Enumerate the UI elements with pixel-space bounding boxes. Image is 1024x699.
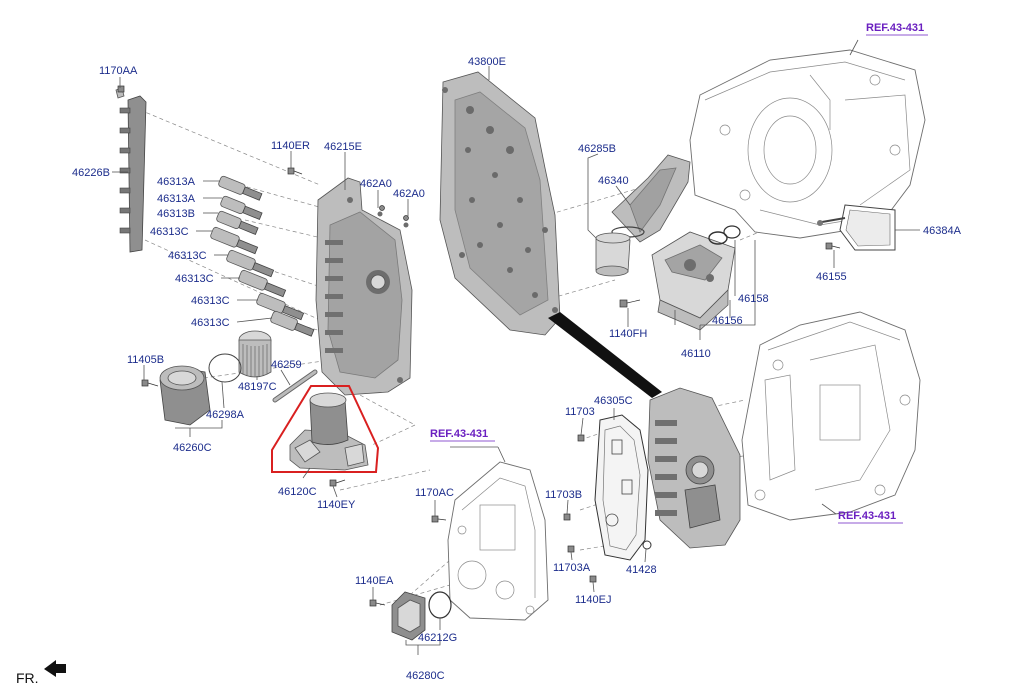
highlighted-part-46120C (271, 385, 380, 473)
bolt-11703a (577, 434, 585, 442)
bolt-1140EY (329, 479, 346, 487)
label-462A0-b: 462A0 (393, 188, 425, 200)
label-1140EJ: 1140EJ (575, 594, 612, 606)
front-arrow-icon (44, 660, 66, 677)
label-46313C-3: 46313C (175, 273, 214, 285)
valve-body-main (439, 71, 561, 336)
label-11703A: 11703A (553, 562, 591, 574)
label-46313C-2: 46313C (168, 250, 207, 262)
assembly-arrow (548, 312, 662, 398)
label-11703B: 11703B (545, 489, 582, 501)
cover-46280C (391, 591, 452, 641)
oil-pump-assembly (651, 225, 741, 331)
label-1140ER: 1140ER (271, 140, 310, 152)
valve-body-left (315, 177, 413, 396)
label-46313C-4: 46313C (191, 295, 230, 307)
label-46313A-2: 46313A (157, 193, 196, 205)
oil-filter (208, 330, 272, 383)
solenoid-valves (210, 175, 315, 337)
label-46384A: 46384A (923, 225, 962, 237)
bolt-11405B (141, 379, 159, 387)
front-label: FR. (16, 670, 39, 686)
label-46313A-1: 46313A (157, 176, 196, 188)
label-46313B: 46313B (157, 208, 195, 220)
bolts (117, 85, 841, 607)
label-46215E: 46215E (324, 141, 362, 153)
bolt-462A0a (379, 205, 385, 211)
bolt-11703A (567, 545, 575, 553)
ref-top: REF.43-431 (866, 22, 924, 34)
label-46313C-1: 46313C (150, 226, 189, 238)
bolt-462A0b (403, 215, 409, 221)
accumulator-46260C (159, 365, 211, 426)
label-46120C: 46120C (278, 486, 317, 498)
label-46212G: 46212G (418, 632, 457, 644)
bolt-1140ER (287, 167, 303, 175)
label-48197C: 48197C (238, 381, 277, 393)
bolt-1140EA (369, 599, 386, 607)
label-46110: 46110 (681, 348, 711, 360)
label-46156: 46156 (712, 315, 743, 327)
label-46298A: 46298A (206, 409, 245, 421)
pin-46259 (272, 369, 318, 403)
solenoid-bracket-strip (115, 87, 147, 253)
transmission-case-right (741, 311, 921, 521)
bolt-1170AA (117, 85, 125, 93)
bolt-46155 (825, 242, 841, 250)
speed-sensor (817, 204, 896, 251)
label-1170AC: 1170AC (415, 487, 454, 499)
label-1140FH: 1140FH (609, 328, 647, 340)
label-46155: 46155 (816, 271, 847, 283)
bolt-11703B (563, 513, 571, 521)
label-1170AA: 1170AA (99, 65, 138, 77)
leader-lines (112, 39, 920, 655)
label-46313C-5: 46313C (191, 317, 230, 329)
gasket-46305C (594, 414, 652, 561)
label-462A0-a: 462A0 (360, 178, 392, 190)
label-41428: 41428 (626, 564, 657, 576)
front-direction-indicator: FR. (16, 660, 66, 686)
label-46305C: 46305C (594, 395, 633, 407)
label-46340: 46340 (598, 175, 629, 187)
label-46285B: 46285B (578, 143, 616, 155)
reference-labels: REF.43-431 REF.43-431 REF.43-431 (430, 22, 928, 524)
oil-pipe (595, 154, 691, 277)
bolt-1140EJ (589, 575, 597, 583)
label-11405B: 11405B (127, 354, 164, 366)
part-labels: 1170AA 46226B 1140ER 46215E 462A0 462A0 … (72, 56, 962, 682)
label-11703: 11703 (565, 406, 595, 418)
label-1140EA: 1140EA (355, 575, 394, 587)
label-46260C: 46260C (173, 442, 212, 454)
label-46259: 46259 (271, 359, 302, 371)
transmission-case-bottom (447, 461, 549, 621)
valve-body-right (647, 387, 741, 549)
label-46280C: 46280C (406, 670, 445, 682)
label-46158: 46158 (738, 293, 769, 305)
label-43800E: 43800E (468, 56, 506, 68)
bolt-1140FH (619, 299, 641, 308)
label-1140EY: 1140EY (317, 499, 356, 511)
ref-mid: REF.43-431 (430, 428, 488, 440)
transmission-case-top (689, 49, 926, 239)
ref-right: REF.43-431 (838, 510, 896, 522)
label-46226B: 46226B (72, 167, 110, 179)
bolt-1170AC (431, 515, 447, 523)
